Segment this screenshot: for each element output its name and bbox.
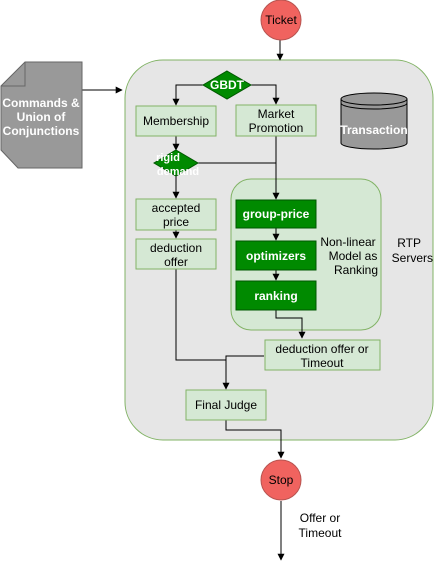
nonlinear-label-line1: Non-linear [320, 235, 375, 249]
edge-deduction-finaljudge [175, 269, 226, 361]
commands-document: Commands & Union of Conjunctions [0, 61, 83, 169]
nonlinear-label-line3: Ranking [334, 263, 378, 277]
gbdt-label: GBDT [210, 78, 245, 92]
edge-timeout-finaljudge [222, 355, 264, 390]
membership-label: Membership [143, 114, 209, 128]
ticket-label: Ticket [265, 13, 297, 27]
group-price-box: group-price [235, 199, 317, 229]
optimizers-label: optimizers [246, 249, 306, 263]
rigid-label-line2: demand [157, 166, 199, 178]
output-label-line2: Timeout [299, 526, 343, 540]
membership-box: Membership [135, 105, 217, 137]
transaction-datastore: Transaction [340, 92, 408, 150]
optimizers-box: optimizers [235, 240, 317, 271]
final-judge-box: Final Judge [185, 389, 267, 421]
deduction-timeout-label-line2: Timeout [301, 356, 345, 370]
edge-finaljudge-stop [225, 420, 285, 459]
group-price-label: group-price [243, 207, 310, 221]
edge-gbdt-market [251, 84, 280, 105]
market-label-line1: Market [258, 107, 295, 121]
commands-label-line2: Union of [17, 110, 67, 124]
commands-label-line3: Conjunctions [3, 124, 80, 138]
rigid-demand-decision: rigid demand [153, 149, 199, 178]
final-judge-label: Final Judge [195, 398, 257, 412]
deduction-label-line2: offer [164, 255, 188, 269]
ranking-box: ranking [235, 280, 317, 311]
nonlinear-label-line2: Model as [329, 249, 378, 263]
deduction-timeout-box: deduction offer or Timeout [264, 339, 381, 371]
edge-gbdt-membership [172, 84, 203, 106]
deduction-label-line1: deduction [150, 241, 202, 255]
stop-label: Stop [269, 473, 294, 487]
ticket-node: Ticket [260, 0, 302, 41]
accepted-label-line2: price [163, 215, 189, 229]
deduction-timeout-label-line1: deduction offer or [275, 342, 368, 356]
accepted-price-box: accepted price [135, 198, 217, 231]
rtp-label-line1: RTP [397, 236, 421, 250]
edges [82, 40, 306, 561]
commands-label-line1: Commands & [2, 96, 80, 110]
market-promotion-box: Market Promotion [235, 104, 317, 137]
edge-ranking-timeout [275, 310, 306, 339]
stop-node: Stop [260, 459, 302, 501]
accepted-label-line1: accepted [152, 201, 201, 215]
rigid-label-line1: rigid [156, 152, 180, 164]
output-label-line1: Offer or [300, 511, 340, 525]
gbdt-decision: GBDT [202, 70, 252, 100]
rtp-label-line2: Servers [392, 251, 433, 265]
deduction-offer-box: deduction offer [135, 238, 217, 270]
transaction-label: Transaction [340, 123, 407, 137]
market-label-line2: Promotion [249, 121, 304, 135]
ranking-label: ranking [254, 289, 297, 303]
